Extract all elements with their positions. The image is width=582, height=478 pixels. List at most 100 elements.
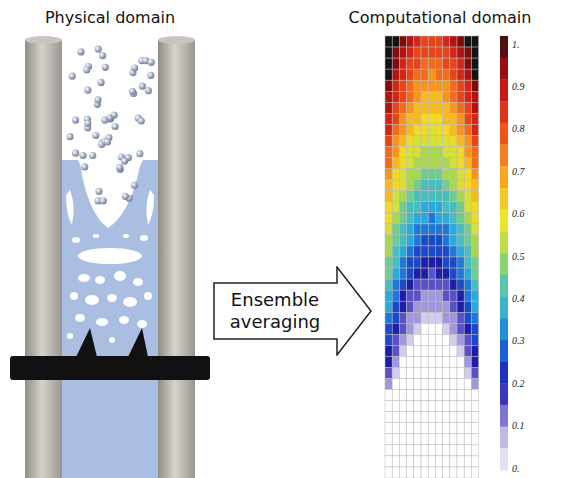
mesh-cell (421, 467, 428, 478)
particle (95, 188, 102, 195)
mesh-cell (464, 202, 471, 213)
mesh-cell (464, 445, 471, 456)
mesh-cell (450, 301, 457, 312)
colorbar-band (500, 405, 508, 427)
mesh-cell (385, 390, 392, 401)
mesh-cell (385, 91, 392, 102)
mesh-cell (457, 312, 464, 323)
mesh-cell (421, 401, 428, 412)
mesh-cell (399, 401, 406, 412)
mesh-cell (399, 279, 406, 290)
mesh-cell (450, 102, 457, 113)
mesh-cell (450, 47, 457, 58)
mesh-cell (399, 113, 406, 124)
mesh-cell (443, 69, 450, 80)
mesh-cell (443, 456, 450, 467)
particle (101, 117, 108, 124)
mesh-cell (407, 345, 414, 356)
mesh-cell (450, 91, 457, 102)
mesh-cell (399, 202, 406, 213)
mesh-cell (392, 113, 399, 124)
mesh-cell (421, 279, 428, 290)
mesh-cell (464, 147, 471, 158)
mesh-cell (399, 80, 406, 91)
mesh-cell (443, 80, 450, 91)
mesh-cell (443, 445, 450, 456)
mesh-cell (421, 323, 428, 334)
mesh-cell (428, 356, 435, 367)
mesh-cell (471, 169, 478, 180)
mesh-cell (414, 268, 421, 279)
mesh-cell (450, 467, 457, 478)
mesh-cell (428, 279, 435, 290)
block-arrow: Ensemble averaging (213, 266, 373, 356)
mesh-cell (457, 158, 464, 169)
colorbar-band (500, 210, 508, 232)
mesh-cell (457, 368, 464, 379)
mesh-cell (464, 191, 471, 202)
mesh-cell (421, 91, 428, 102)
mesh-cell (421, 202, 428, 213)
mesh-cell (407, 467, 414, 478)
particle (138, 117, 145, 124)
mesh-cell (407, 80, 414, 91)
mesh-cell (421, 47, 428, 58)
mesh-cell (435, 36, 442, 47)
mesh-cell (414, 301, 421, 312)
mesh-cell (428, 191, 435, 202)
mesh-cell (435, 412, 442, 423)
mesh-cell (399, 158, 406, 169)
mesh-cell (399, 191, 406, 202)
mesh-cell (414, 47, 421, 58)
mesh-cell (443, 312, 450, 323)
mesh-cell (457, 390, 464, 401)
particle (145, 87, 152, 94)
mesh-cell (392, 434, 399, 445)
mesh-cell (435, 390, 442, 401)
mesh-cell (443, 246, 450, 257)
mesh-cell (428, 102, 435, 113)
mesh-cell (450, 113, 457, 124)
mesh-cell (399, 102, 406, 113)
mesh-cell (385, 169, 392, 180)
mesh-cell (407, 290, 414, 301)
mesh-cell (392, 423, 399, 434)
mesh-cell (464, 356, 471, 367)
mesh-cell (435, 202, 442, 213)
particle (139, 83, 146, 90)
mesh-cell (421, 169, 428, 180)
mesh-cell (464, 135, 471, 146)
mesh-cell (450, 279, 457, 290)
mesh-cell (399, 268, 406, 279)
mesh-cell (457, 113, 464, 124)
colorbar-band (500, 123, 508, 145)
mesh-cell (464, 36, 471, 47)
mesh-cell (385, 356, 392, 367)
mesh-cell (435, 246, 442, 257)
mesh-cell (471, 47, 478, 58)
mesh-cell (457, 290, 464, 301)
mesh-cell (392, 356, 399, 367)
mesh-cell (443, 180, 450, 191)
colorbar-band (500, 79, 508, 101)
colorbar-band (500, 101, 508, 123)
mesh-cell (471, 290, 478, 301)
mesh-cell (385, 412, 392, 423)
mesh-cell (443, 169, 450, 180)
mesh-cell (450, 423, 457, 434)
mesh-cell (421, 180, 428, 191)
mesh-cell (450, 401, 457, 412)
mesh-cell (421, 412, 428, 423)
mesh-cell (428, 180, 435, 191)
mesh-cell (385, 301, 392, 312)
mesh-cell (421, 445, 428, 456)
mesh-cell (414, 202, 421, 213)
mesh-cell (450, 191, 457, 202)
mesh-cell (443, 334, 450, 345)
mesh-cell (443, 102, 450, 113)
mesh-cell (414, 102, 421, 113)
mesh-cell (407, 69, 414, 80)
mesh-cell (471, 91, 478, 102)
mesh-cell (414, 368, 421, 379)
mesh-cell (435, 91, 442, 102)
